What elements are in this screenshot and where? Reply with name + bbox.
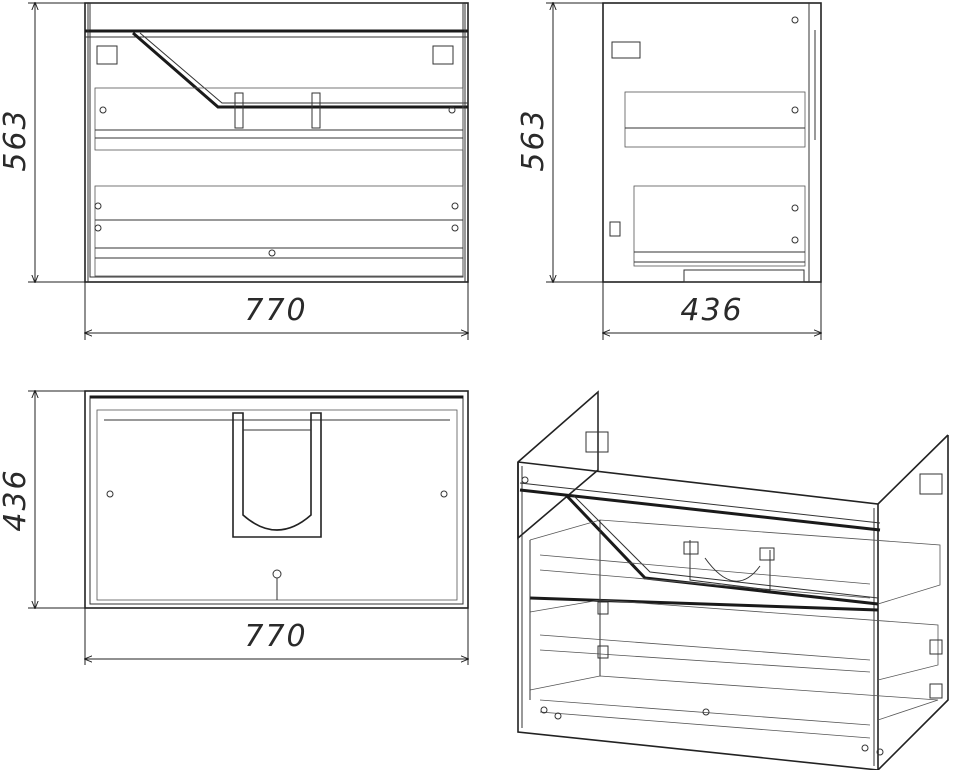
- side-depth-label: 436: [680, 293, 743, 328]
- side-height-dimension: 563: [516, 3, 603, 282]
- top-depth-label: 436: [0, 468, 33, 531]
- side-depth-dimension: 436: [603, 282, 821, 340]
- side-view: [602, 2, 822, 283]
- top-view: [84, 390, 469, 609]
- top-width-dimension: 770: [85, 608, 468, 665]
- top-depth-dimension: 436: [0, 391, 85, 608]
- front-view: [84, 2, 469, 283]
- front-height-label: 563: [0, 108, 33, 171]
- front-height-dimension: 563: [0, 3, 85, 282]
- isometric-view: [517, 390, 949, 770]
- top-width-label: 770: [244, 619, 307, 654]
- front-width-label: 770: [244, 293, 307, 328]
- side-height-label: 563: [516, 108, 551, 171]
- front-width-dimension: 770: [85, 282, 468, 340]
